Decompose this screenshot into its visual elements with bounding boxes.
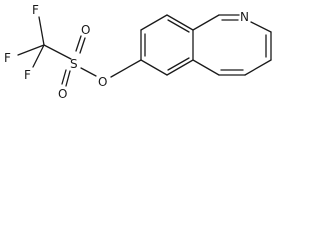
bond-c-f-top <box>38 16 45 46</box>
bond-ring1-e <box>166 59 194 76</box>
bond-ring1-e-inner <box>167 57 190 71</box>
bond-ring2-c <box>250 21 272 33</box>
bond-layer <box>17 14 272 87</box>
bond-c-s <box>43 44 72 60</box>
bond-ring1-b <box>140 14 168 31</box>
bond-o-aryl <box>110 59 142 78</box>
bond-c-f-bottom <box>32 44 45 68</box>
bond-ring2-g <box>192 59 220 76</box>
atom-oxygen-bridge: O <box>98 75 107 89</box>
bond-s-o-upper-a <box>75 35 82 52</box>
atom-f-top: F <box>32 3 39 17</box>
bond-ring2-a <box>192 14 220 31</box>
bond-s-o-upper-b <box>79 37 86 54</box>
bond-ring1-f <box>140 59 168 76</box>
bond-s-o-lower-b <box>65 70 71 87</box>
atom-label-layer: F F F S O O O N <box>4 3 249 101</box>
bond-s-o-lower-a <box>61 69 67 85</box>
atom-f-left: F <box>4 51 11 65</box>
atom-nitrogen: N <box>240 10 249 24</box>
atom-f-bottom: F <box>24 68 31 82</box>
bond-ring1-c <box>166 14 194 31</box>
atom-oxygen-upper: O <box>81 23 90 37</box>
atom-sulfur: S <box>70 57 78 71</box>
atom-oxygen-lower: O <box>58 87 67 101</box>
bond-c-f-left <box>17 44 45 56</box>
chemical-structure-diagram: F F F S O O O N <box>4 3 272 101</box>
bond-ring2-e <box>244 59 272 76</box>
bond-ring1-c-inner <box>167 19 190 33</box>
bond-s-o-bridge <box>80 67 97 77</box>
